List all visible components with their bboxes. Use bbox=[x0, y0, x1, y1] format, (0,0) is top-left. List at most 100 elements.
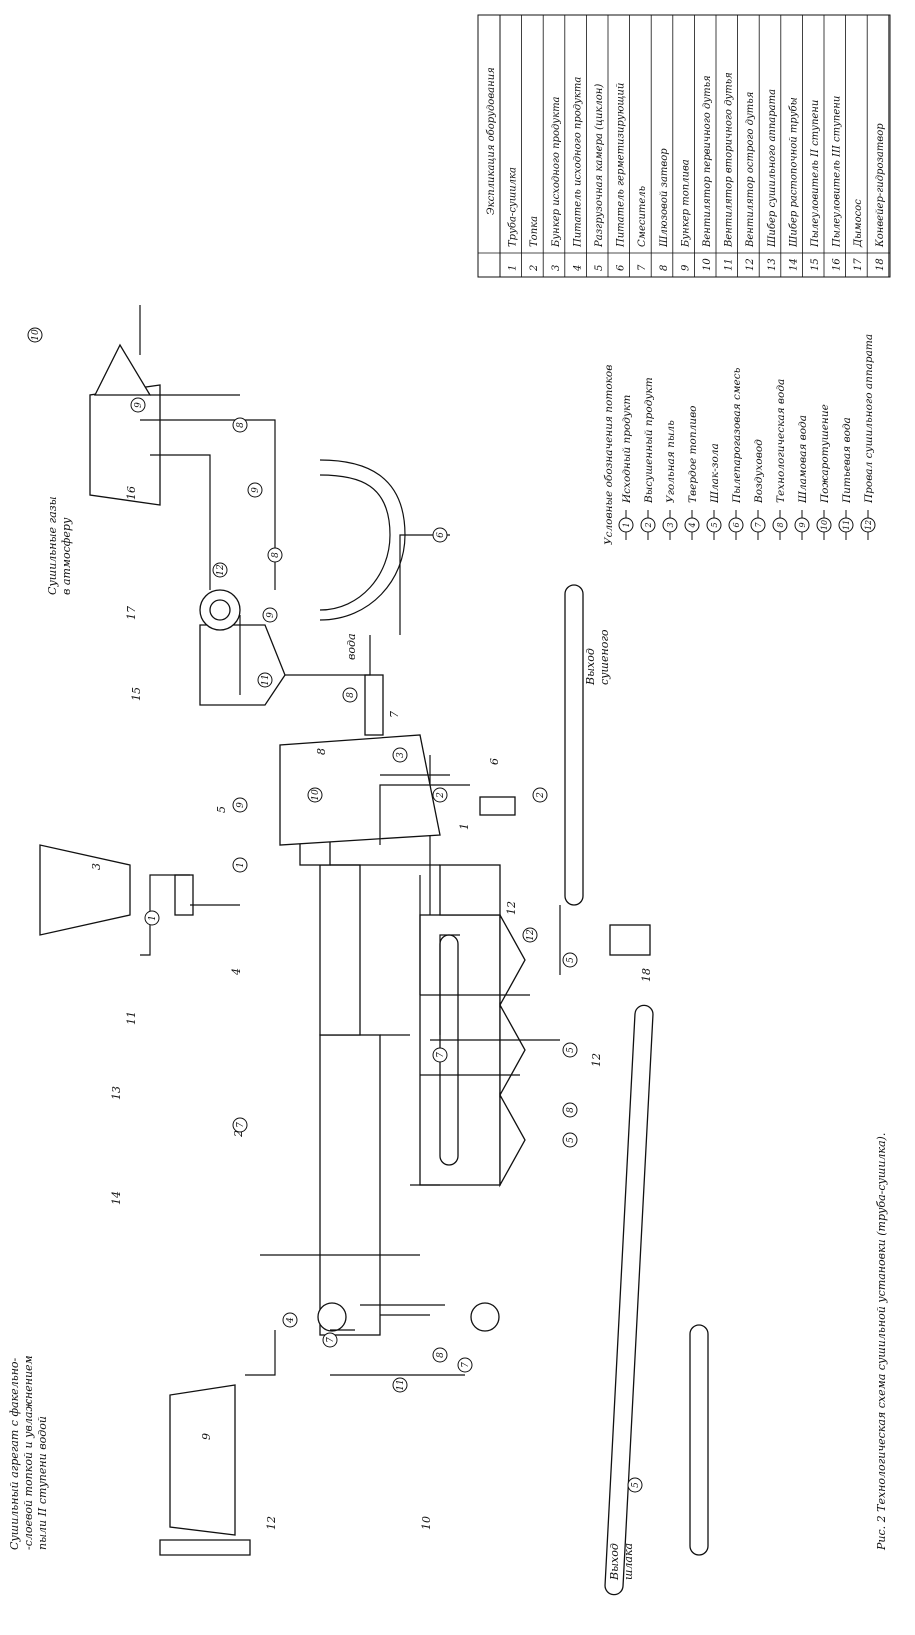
gas-duct-arc bbox=[319, 459, 406, 621]
stream-marker: 5 bbox=[562, 1132, 578, 1148]
dust-collector-3 bbox=[89, 343, 161, 506]
svg-text:2: 2 bbox=[536, 792, 546, 799]
equipment-tag: 12 bbox=[590, 1053, 603, 1067]
svg-text:11: 11 bbox=[396, 1379, 406, 1390]
table-row-number: 15 bbox=[810, 258, 821, 271]
svg-text:7: 7 bbox=[436, 1052, 446, 1058]
equipment-tag: 4 bbox=[230, 968, 243, 976]
legend-number: 6 bbox=[732, 522, 741, 527]
table-row-number: 2 bbox=[529, 265, 540, 272]
svg-text:8: 8 bbox=[346, 692, 356, 698]
svg-text:5: 5 bbox=[566, 1137, 576, 1143]
legend-label: Шлак-зола bbox=[709, 443, 721, 504]
table-row-number: 9 bbox=[680, 264, 691, 271]
legend-label: Высушенный продукт bbox=[643, 377, 655, 504]
stream-marker: 4 bbox=[282, 1312, 298, 1328]
svg-text:6: 6 bbox=[436, 532, 446, 538]
table-row-name: Труба-сушилка bbox=[508, 167, 519, 247]
legend-number: 3 bbox=[666, 522, 675, 527]
flow-lines bbox=[139, 305, 561, 1376]
svg-text:9: 9 bbox=[236, 802, 246, 808]
svg-text:9: 9 bbox=[266, 612, 276, 618]
legend-number: 9 bbox=[798, 522, 807, 527]
table-row-number: 10 bbox=[702, 258, 713, 271]
stream-marker: 8 bbox=[342, 687, 358, 703]
table-row-number: 4 bbox=[572, 265, 583, 272]
svg-text:Выход: Выход bbox=[608, 1543, 621, 1581]
svg-text:10: 10 bbox=[311, 789, 321, 801]
slag-output-label: Выход шлака bbox=[608, 1543, 635, 1581]
table-row-name: Шлюзовой затвор bbox=[659, 148, 670, 248]
table-row-name: Вентилятор вторичного дутья bbox=[724, 72, 735, 248]
fan-12-left-body bbox=[317, 1302, 347, 1332]
svg-text:8: 8 bbox=[566, 1107, 576, 1113]
legend-item: 2 Высушенный продукт bbox=[640, 377, 656, 540]
stream-marker: 10 bbox=[307, 787, 323, 803]
legend-label: Воздуховод bbox=[753, 439, 765, 504]
stream-marker: 8 bbox=[267, 547, 283, 563]
svg-text:9: 9 bbox=[134, 402, 144, 408]
table-row-number: 14 bbox=[788, 258, 799, 271]
svg-text:10: 10 bbox=[31, 329, 41, 341]
table-row-number: 11 bbox=[724, 258, 735, 271]
dried-output-label: Выход сушеного bbox=[584, 629, 611, 686]
equipment-tag: 18 bbox=[640, 968, 653, 982]
legend-label: Технологическая вода bbox=[775, 379, 787, 503]
table-row-name: Смеситель bbox=[637, 186, 648, 247]
stream-markers: 1 1 2 2 3 4 5 5 5 5 6 7 7 7 7 8 8 8 8 8 … bbox=[27, 327, 643, 1493]
legend-heading: Условные обозначения потоков bbox=[603, 365, 615, 545]
equipment-tag: 8 bbox=[315, 748, 328, 755]
table-row-name: Шибер сушильного аппарата bbox=[767, 89, 778, 248]
svg-text:сушеного: сушеного bbox=[598, 629, 611, 685]
equipment-tag: 5 bbox=[215, 806, 228, 813]
svg-text:-слоевой топкой и увлажнением: -слоевой топкой и увлажнением bbox=[22, 1355, 35, 1550]
legend-number: 10 bbox=[820, 520, 829, 530]
stream-marker: 8 bbox=[562, 1102, 578, 1118]
equipment-tag: 15 bbox=[130, 687, 143, 701]
equipment-tag: 17 bbox=[125, 606, 138, 620]
table-row-name: Бункер исходного продукта bbox=[551, 96, 562, 248]
equipment-tag: 3 bbox=[90, 863, 103, 870]
svg-text:4: 4 bbox=[286, 1317, 296, 1324]
table-row-number: 5 bbox=[594, 265, 605, 271]
table-row-name: Топка bbox=[529, 216, 540, 247]
table-row-number: 13 bbox=[767, 258, 778, 271]
stream-marker: 11 bbox=[392, 1377, 408, 1393]
slag-conveyor bbox=[604, 1004, 709, 1596]
svg-text:1: 1 bbox=[148, 915, 158, 921]
svg-text:5: 5 bbox=[566, 1047, 576, 1053]
svg-text:3: 3 bbox=[396, 752, 406, 758]
table-row: 10 Вентилятор первичного дутья bbox=[702, 15, 717, 277]
table-row-name: Вентилятор первичного дутья bbox=[702, 75, 713, 248]
stream-marker: 11 bbox=[257, 672, 273, 688]
figure-caption: Рис. 2 Технологическая схема сушильной у… bbox=[875, 1133, 888, 1551]
svg-text:11: 11 bbox=[261, 674, 271, 685]
table-row-name: Разгрузочная камера (циклон) bbox=[594, 84, 605, 248]
stream-marker: 9 bbox=[232, 797, 248, 813]
table-row-number: 17 bbox=[853, 258, 864, 271]
table-row: 5 Разгрузочная камера (циклон) bbox=[594, 15, 609, 277]
equipment-tag: 2 bbox=[232, 1130, 245, 1138]
svg-text:1: 1 bbox=[236, 862, 246, 868]
table-heading: Экспликация оборудования bbox=[486, 67, 497, 215]
stream-marker: 7 bbox=[322, 1332, 338, 1348]
hermetic-feeder bbox=[479, 796, 516, 816]
table-row-name: Питатель герметизирующий bbox=[616, 83, 627, 248]
equipment-tag: 14 bbox=[110, 1191, 123, 1205]
stream-marker: 1 bbox=[232, 857, 248, 873]
stream-marker: 9 bbox=[130, 397, 146, 413]
svg-text:9: 9 bbox=[251, 487, 261, 493]
stream-marker: 7 bbox=[432, 1047, 448, 1063]
legend-number: 2 bbox=[644, 522, 653, 528]
table-row-name: Дымосос bbox=[853, 199, 864, 248]
equipment-tag: 9 bbox=[200, 1433, 213, 1440]
